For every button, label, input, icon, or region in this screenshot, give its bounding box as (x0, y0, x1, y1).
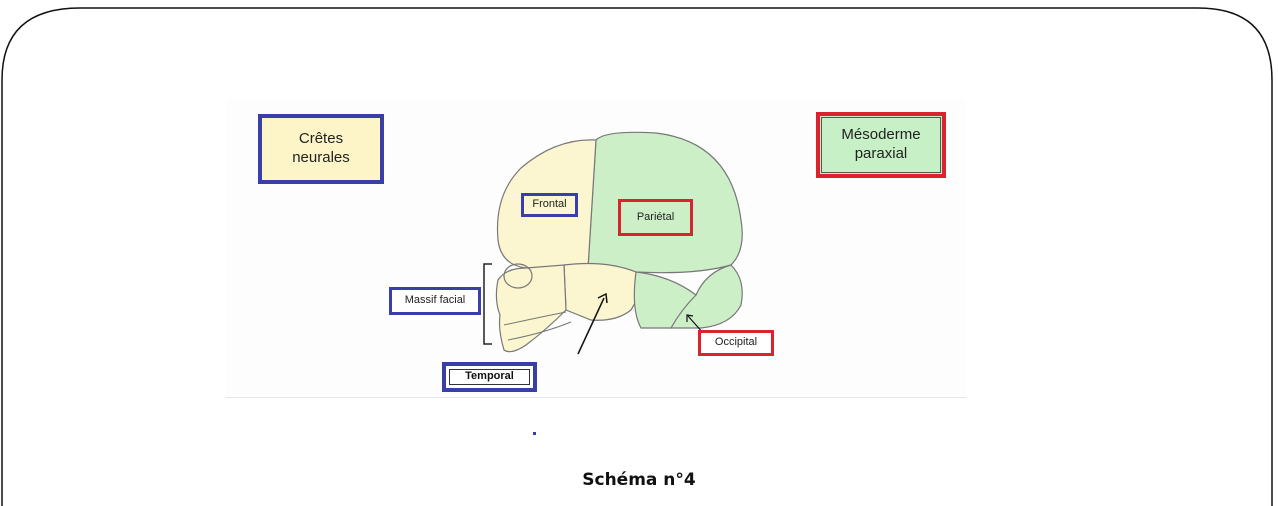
facial-bone (495, 264, 567, 353)
occipital-label: Occipital (698, 330, 774, 356)
occipital-bone (670, 264, 743, 329)
temporal-bone (563, 262, 640, 321)
panel-divider (226, 397, 966, 398)
frontal-label: Frontal (521, 193, 578, 217)
massif-bracket (483, 263, 492, 345)
massif-facial-label: Massif facial (389, 287, 481, 315)
stray-dot (533, 432, 536, 435)
paraxial-mesoderm-label: Mésoderme paraxial (816, 112, 946, 178)
basal-bone (633, 271, 697, 329)
parietal-label: Pariétal (618, 199, 693, 236)
orbit (503, 263, 533, 289)
temporal-label: Temporal (442, 362, 537, 392)
figure-caption: Schéma n°4 (582, 470, 696, 490)
neural-crest-label: Crêtes neurales (258, 114, 384, 184)
